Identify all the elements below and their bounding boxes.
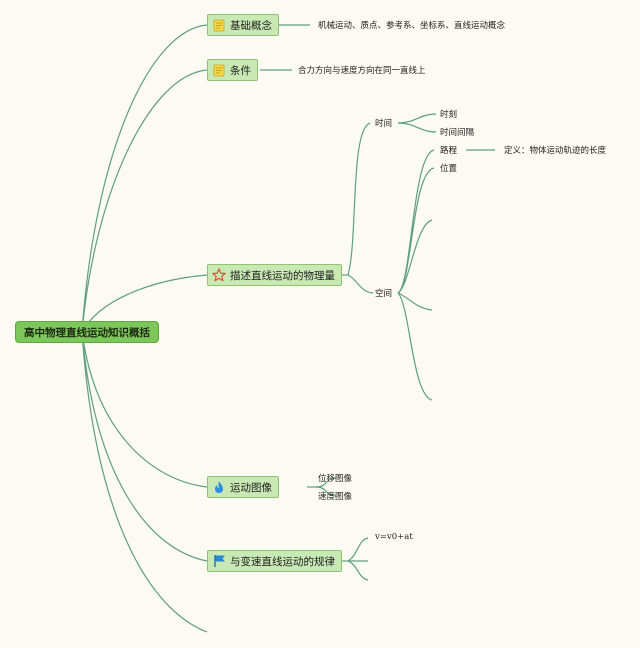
note-icon bbox=[212, 18, 226, 32]
branch-basic-concepts[interactable]: 基础概念 bbox=[207, 14, 279, 36]
basic-detail[interactable]: 机械运动、质点、参考系、坐标系、直线运动概念 bbox=[318, 21, 506, 31]
space-path[interactable]: 路程 bbox=[440, 146, 458, 156]
flame-icon bbox=[212, 480, 226, 494]
time-node[interactable]: 时间 bbox=[375, 119, 393, 129]
branch-condition-label: 条件 bbox=[230, 64, 251, 77]
graph-displacement[interactable]: 位移图像 bbox=[318, 474, 353, 484]
time-interval[interactable]: 时间间隔 bbox=[440, 128, 475, 138]
graph-velocity[interactable]: 速度图像 bbox=[318, 492, 353, 502]
branch-laws[interactable]: 与变速直线运动的规律 bbox=[207, 550, 342, 572]
space-node[interactable]: 空间 bbox=[375, 289, 393, 299]
branch-laws-label: 与变速直线运动的规律 bbox=[230, 555, 335, 568]
branch-basic-label: 基础概念 bbox=[230, 19, 272, 32]
branch-quantities[interactable]: 描述直线运动的物理量 bbox=[207, 264, 342, 286]
note-icon bbox=[212, 63, 226, 77]
path-definition[interactable]: 定义：物体运动轨迹的长度 bbox=[504, 146, 607, 156]
root-label: 高中物理直线运动知识概括 bbox=[24, 326, 150, 339]
branch-quantities-label: 描述直线运动的物理量 bbox=[230, 269, 335, 282]
time-moment[interactable]: 时刻 bbox=[440, 110, 458, 120]
branch-graphs-label: 运动图像 bbox=[230, 481, 272, 494]
root-node[interactable]: 高中物理直线运动知识概括 bbox=[15, 321, 159, 343]
flag-icon bbox=[212, 554, 226, 568]
space-position[interactable]: 位置 bbox=[440, 164, 458, 174]
star-icon bbox=[212, 268, 226, 282]
branch-condition[interactable]: 条件 bbox=[207, 59, 258, 81]
branch-graphs[interactable]: 运动图像 bbox=[207, 476, 279, 498]
law-formula[interactable]: v=v0+at bbox=[375, 532, 413, 542]
condition-detail[interactable]: 合力方向与速度方向在同一直线上 bbox=[298, 66, 426, 76]
